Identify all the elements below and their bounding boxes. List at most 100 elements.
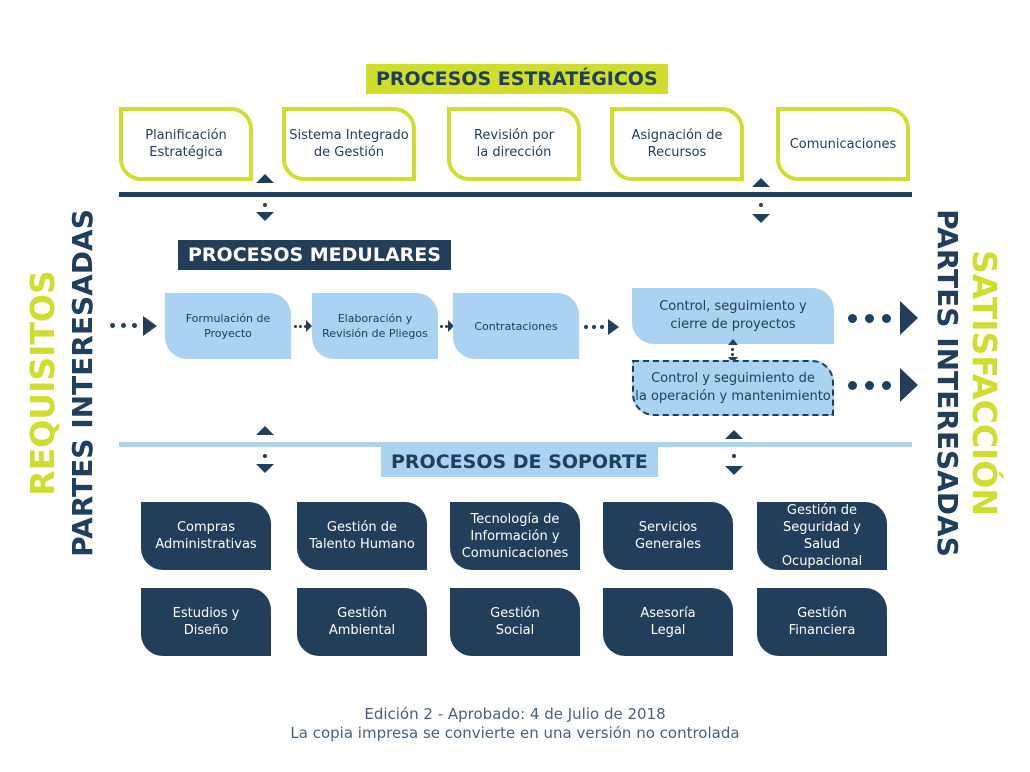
left-side-requisitos: REQUISITOS	[23, 270, 62, 496]
box-label-line: la operación y mantenimiento	[635, 389, 831, 404]
box-label-line: Compras	[176, 520, 236, 535]
arrow-right-icon	[900, 368, 918, 402]
box-label-line: Gestión de	[786, 503, 858, 518]
arrow-down-icon	[256, 464, 274, 473]
core-box-control-cierre[interactable]: Control, seguimiento y cierre de proyecto…	[632, 288, 834, 344]
core-title: PROCESOS MEDULARES	[178, 240, 451, 270]
box-label-line: de Gestión	[313, 145, 385, 160]
dot	[263, 454, 267, 458]
box-label-line: Legal	[650, 623, 686, 638]
dot	[732, 454, 736, 458]
box-label-line: Ocupacional	[781, 554, 863, 569]
box-label-line: Proyecto	[204, 327, 252, 340]
box-label-line: la dirección	[476, 145, 552, 160]
box-label-line: Control y seguimiento de	[651, 371, 815, 386]
box-label-line: Formulación de	[185, 312, 271, 325]
dot	[848, 314, 857, 323]
arrow-right-icon	[306, 320, 312, 332]
dot	[731, 353, 734, 356]
box-label-line: Diseño	[183, 623, 229, 638]
box-label-line: Elaboración y	[337, 312, 413, 325]
arrow-right-icon	[143, 316, 157, 336]
box-label-line: Servicios	[638, 520, 698, 535]
arrow-down-icon	[256, 212, 274, 221]
dot	[592, 325, 596, 329]
box-label-line: Revisión por	[473, 128, 554, 143]
dot	[848, 381, 857, 390]
arrow-right-icon	[608, 319, 619, 335]
box-label-line: Sistema Integrado	[289, 128, 409, 143]
arrow-up-icon	[256, 174, 274, 183]
box-label-line: Estratégica	[149, 145, 223, 160]
arrow-up-icon	[256, 426, 274, 435]
core-box-elaboracion[interactable]: Elaboración y Revisión de Pliegos	[312, 293, 438, 359]
left-side-partes-interesadas: PARTES INTERESADAS	[66, 209, 99, 557]
arrow-down-icon	[752, 214, 770, 223]
strategic-box-revision[interactable]: Revisión por la dirección	[447, 107, 581, 181]
box-label-line: Gestión	[490, 606, 540, 621]
box-label-line: Control, seguimiento y	[659, 299, 807, 314]
arrow-right-icon	[900, 301, 918, 335]
box-label-line: cierre de proyectos	[670, 317, 796, 332]
footer-disclaimer: La copia impresa se convierte en una ver…	[290, 724, 740, 742]
box-label-line: Revisión de Pliegos	[322, 327, 428, 340]
support-divider	[119, 442, 912, 447]
dot	[121, 323, 126, 328]
box-label-line: Tecnología de	[470, 511, 560, 527]
footer-edition: Edición 2 - Aprobado: 4 de Julio de 2018	[364, 705, 666, 723]
box-label-line: Ambiental	[328, 623, 396, 638]
strategic-box-comunicaciones[interactable]: Comunicaciones	[776, 107, 910, 181]
right-side-satisfaccion: SATISFACCIÓN	[965, 250, 1004, 516]
dot	[759, 203, 763, 207]
box-label-line: Seguridad y Salud	[783, 520, 861, 552]
dot	[263, 203, 267, 207]
box-label-line: Administrativas	[155, 537, 257, 552]
box-label-line: Financiera	[788, 623, 856, 638]
support-box-talento-humano[interactable]: Gestión de Talento Humano	[297, 502, 427, 570]
core-box-control-operacion[interactable]: Control y seguimiento de la operación y m…	[632, 360, 834, 416]
box-label-line: Estudios y	[172, 606, 240, 621]
arrow-up-icon	[728, 339, 738, 345]
arrow-up-icon	[752, 178, 770, 187]
dot	[882, 314, 891, 323]
dot	[299, 325, 302, 328]
arrow-up-icon	[725, 430, 743, 439]
dot	[132, 323, 137, 328]
dot	[304, 325, 307, 328]
box-label-line: Planificación	[145, 128, 227, 143]
support-box-estudios-diseno[interactable]: Estudios y Diseño	[141, 588, 271, 656]
dot	[445, 325, 448, 328]
strategic-divider	[119, 192, 912, 197]
box-label-line: Gestión de	[326, 520, 398, 535]
dot	[865, 381, 874, 390]
arrow-right-icon	[448, 320, 454, 332]
box-label-line: Social	[495, 623, 535, 638]
box-label-line: Asesoría	[640, 606, 696, 621]
box-label-line: Generales	[634, 537, 701, 552]
core-box-contrataciones[interactable]: Contrataciones	[453, 293, 579, 359]
right-side-partes-interesadas: PARTES INTERESADAS	[931, 209, 964, 557]
dot	[600, 325, 604, 329]
box-label-line: Talento Humano	[309, 537, 415, 552]
strategic-box-sistema-integrado[interactable]: Sistema Integrado de Gestión	[282, 107, 416, 181]
dot	[440, 325, 443, 328]
dot	[731, 348, 734, 351]
box-label-line: Gestión	[797, 606, 847, 621]
box-label-line: Recursos	[647, 145, 707, 160]
support-title: PROCESOS DE SOPORTE	[381, 447, 658, 477]
dot	[294, 325, 297, 328]
strategic-title: PROCESOS ESTRATÉGICOS	[366, 64, 668, 94]
arrow-down-icon	[725, 466, 743, 475]
box-label-line: Comunicaciones	[789, 136, 897, 152]
core-box-formulacion[interactable]: Formulación de Proyecto	[165, 293, 291, 359]
